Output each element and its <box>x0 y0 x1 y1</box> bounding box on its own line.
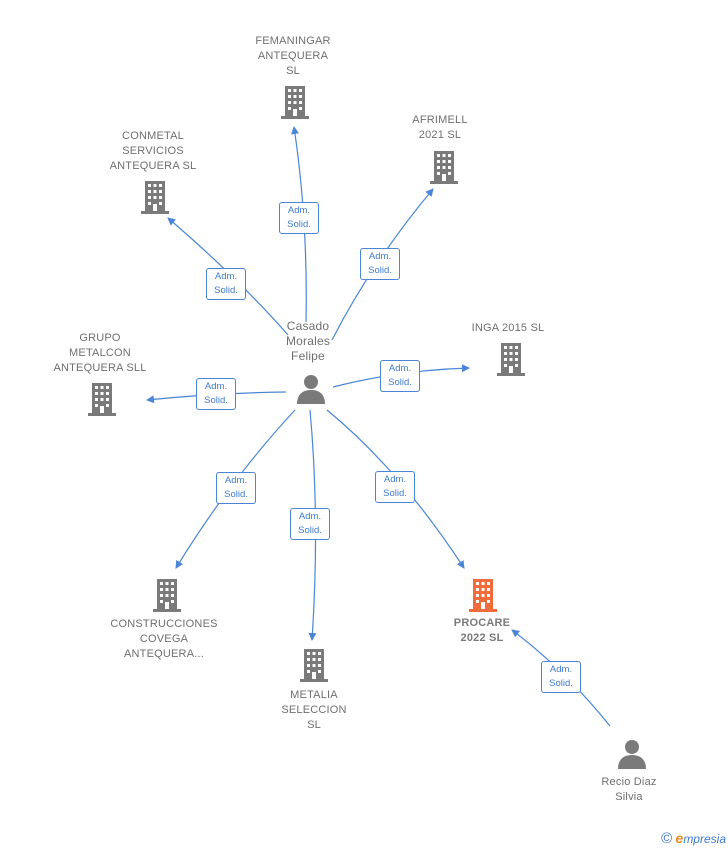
building-icon[interactable] <box>299 648 329 682</box>
edge-badge-recio-procare[interactable]: Adm. Solid. <box>541 661 581 693</box>
building-icon[interactable] <box>280 85 310 119</box>
node-label-grupo[interactable]: GRUPO METALCON ANTEQUERA SLL <box>53 332 147 374</box>
building-icon[interactable] <box>468 578 498 612</box>
brand-logo-e: e <box>675 830 684 846</box>
edge-badge-grupo[interactable]: Adm. Solid. <box>196 378 236 410</box>
node-label-procare[interactable]: PROCARE 2022 SL <box>453 617 511 644</box>
edge-badge-metalia[interactable]: Adm. Solid. <box>290 508 330 540</box>
empresia-watermark: © empresia <box>661 830 726 847</box>
building-icon[interactable] <box>496 342 526 376</box>
edge-badge-construcciones[interactable]: Adm. Solid. <box>216 472 256 504</box>
edge-badge-procare[interactable]: Adm. Solid. <box>375 471 415 503</box>
node-label-construcciones[interactable]: CONSTRUCCIONES COVEGA ANTEQUERA... <box>110 618 218 660</box>
copyright-symbol: © <box>661 830 673 847</box>
node-label-recio[interactable]: Recio Diaz Silvia <box>601 776 657 803</box>
building-icon[interactable] <box>429 150 459 184</box>
node-label-inga[interactable]: INGA 2015 SL <box>471 322 545 334</box>
node-label-metalia[interactable]: METALIA SELECCION SL <box>281 689 347 731</box>
building-icon[interactable] <box>140 180 170 214</box>
edge-badge-femaningar[interactable]: Adm. Solid. <box>279 202 319 234</box>
node-label-afrimell[interactable]: AFRIMELL 2021 SL <box>412 114 468 141</box>
edge-badge-inga[interactable]: Adm. Solid. <box>380 360 420 392</box>
person-icon[interactable] <box>296 374 326 404</box>
edge-badge-conmetal[interactable]: Adm. Solid. <box>206 268 246 300</box>
building-icon[interactable] <box>87 382 117 416</box>
node-label-center-person[interactable]: Casado Morales Felipe <box>285 319 331 363</box>
edge-badge-afrimell[interactable]: Adm. Solid. <box>360 248 400 280</box>
person-icon[interactable] <box>617 739 647 769</box>
brand-logo-text: mpresia <box>683 832 726 846</box>
node-label-femaningar[interactable]: FEMANINGAR ANTEQUERA SL <box>255 35 331 77</box>
node-label-conmetal[interactable]: CONMETAL SERVICIOS ANTEQUERA SL <box>109 130 197 172</box>
building-icon[interactable] <box>152 578 182 612</box>
